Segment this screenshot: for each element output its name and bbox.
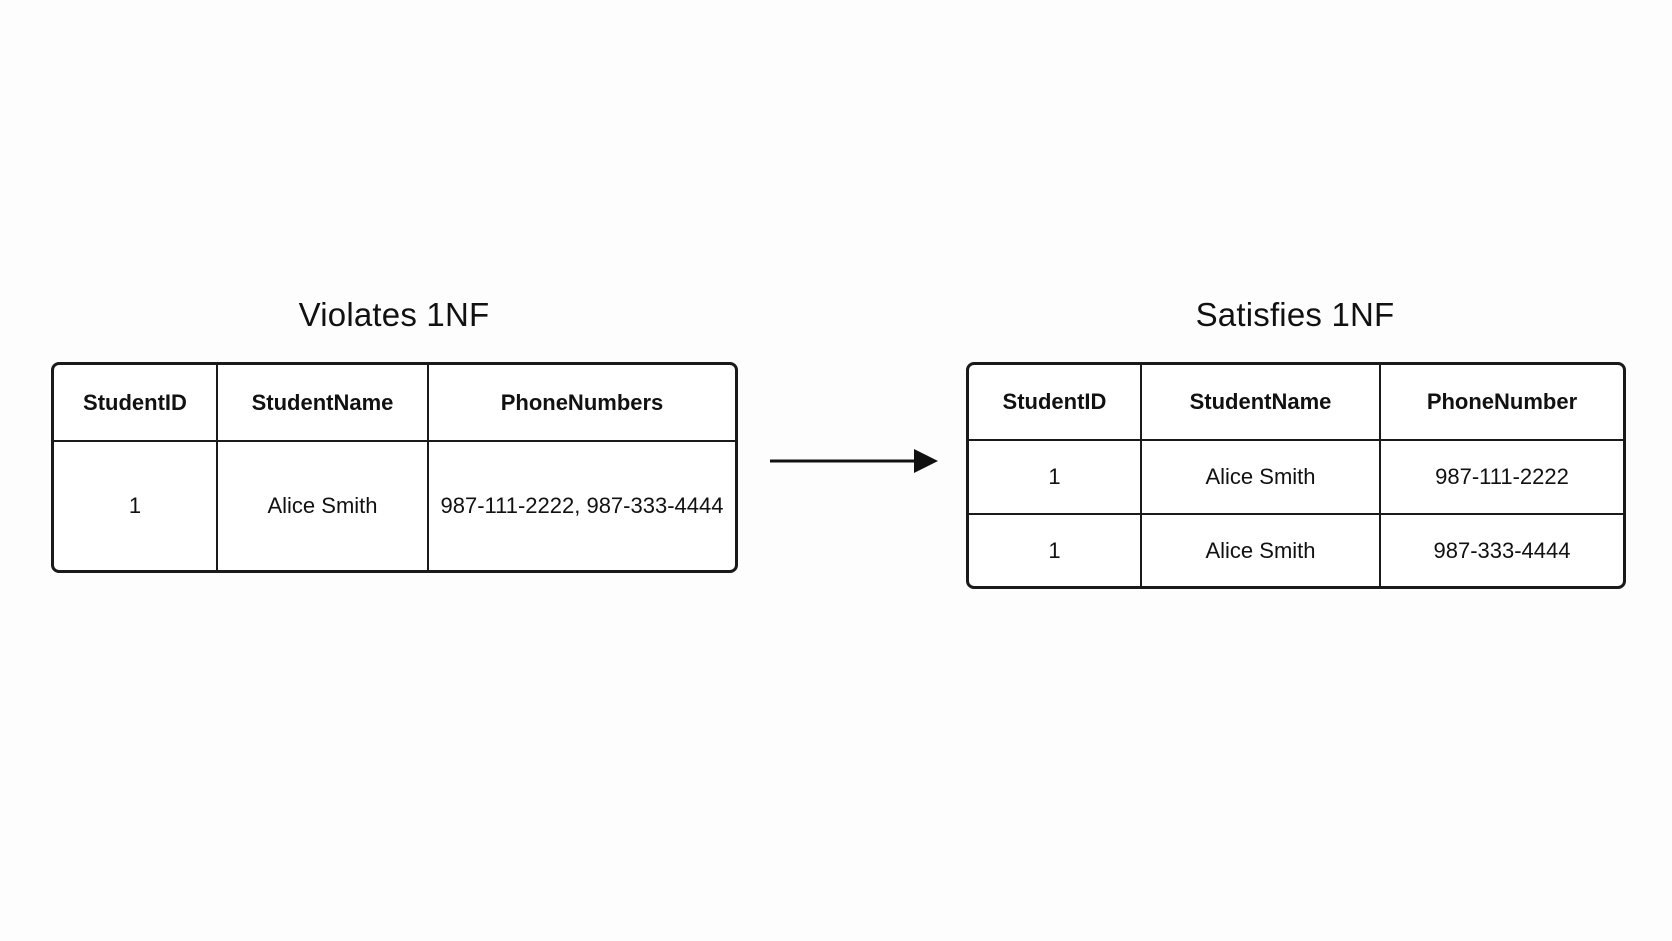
column-header-phonenumbers: PhoneNumbers [427, 365, 735, 442]
cell-studentname: Alice Smith [216, 440, 429, 570]
column-header-phonenumber: PhoneNumber [1379, 365, 1623, 441]
satisfies-1nf-title: Satisfies 1NF [1195, 296, 1395, 333]
table-row: 1 Alice Smith 987-111-2222 [969, 438, 1623, 516]
cell-studentid: 1 [969, 438, 1142, 516]
normalized-table: StudentID StudentName PhoneNumber 1 Alic… [966, 362, 1626, 589]
column-header-studentid: StudentID [969, 365, 1142, 441]
cell-phonenumber: 987-111-2222 [1379, 438, 1623, 516]
cell-studentname: Alice Smith [1140, 513, 1381, 586]
column-header-studentname: StudentName [216, 365, 429, 442]
table-row: 1 Alice Smith 987-111-2222, 987-333-4444 [54, 440, 735, 570]
table-header-row: StudentID StudentName PhoneNumbers [54, 365, 735, 442]
cell-phonenumbers: 987-111-2222, 987-333-4444 [427, 440, 735, 570]
unnormalized-table: StudentID StudentName PhoneNumbers 1 Ali… [51, 362, 738, 573]
table-header-row: StudentID StudentName PhoneNumber [969, 365, 1623, 441]
cell-phonenumber: 987-333-4444 [1379, 513, 1623, 586]
column-header-studentid: StudentID [54, 365, 218, 442]
right-arrow-icon [770, 449, 938, 473]
cell-studentname: Alice Smith [1140, 438, 1381, 516]
column-header-studentname: StudentName [1140, 365, 1381, 441]
violates-1nf-title: Violates 1NF [298, 296, 490, 333]
cell-studentid: 1 [969, 513, 1142, 586]
table-row: 1 Alice Smith 987-333-4444 [969, 513, 1623, 586]
cell-studentid: 1 [54, 440, 218, 570]
